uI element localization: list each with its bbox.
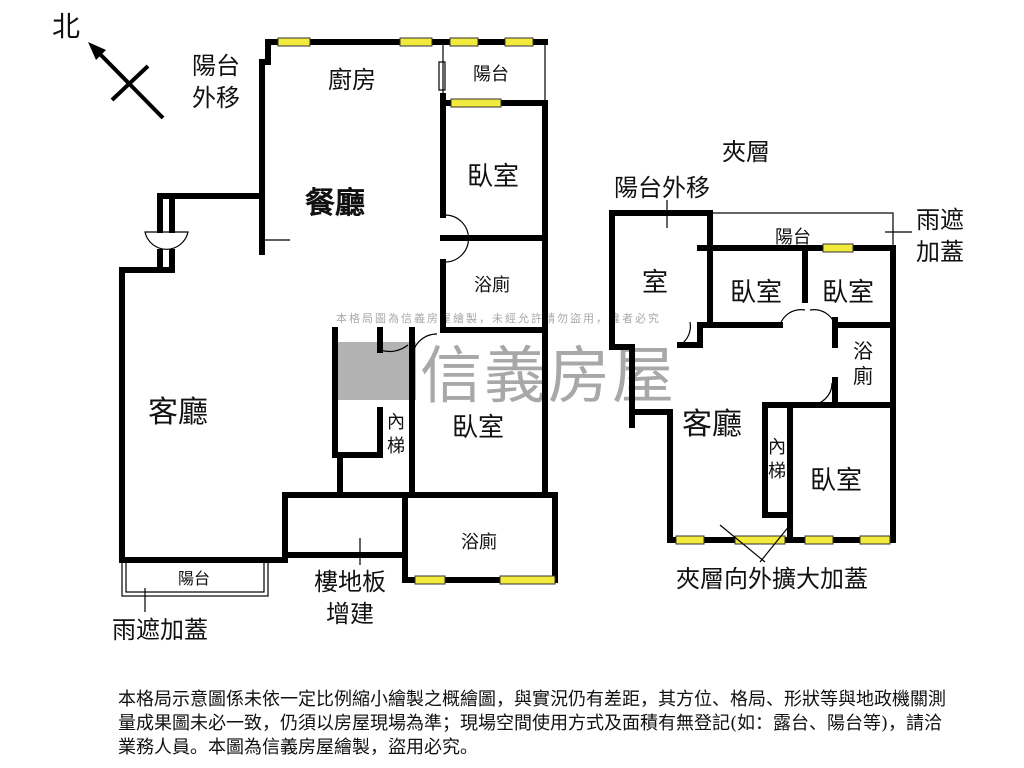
north-arrow-icon bbox=[88, 42, 106, 60]
disclaimer-text: 本格局示意圖係未依一定比例縮小繪製之概繪圖，與實況仍有差距，其方位、格局、形狀等… bbox=[118, 689, 946, 758]
main-floor-walls bbox=[119, 37, 558, 612]
main-floor-labels: 陽台 外移 廚房 陽台 臥室 餐廳 浴廁 客廳 內 梯 臥室 浴廁 陽台 雨遮加… bbox=[112, 52, 519, 644]
mezz-bath: 浴 bbox=[853, 339, 873, 363]
room-stair: 內 bbox=[387, 412, 405, 433]
watermark-brand: 信義房屋 bbox=[420, 339, 676, 412]
room-kitchen: 廚房 bbox=[328, 66, 376, 94]
room-bedroom-mid: 臥室 bbox=[452, 413, 504, 443]
room-balcony-bottom: 陽台 bbox=[178, 569, 210, 588]
mezz-bedroom-c: 臥室 bbox=[810, 466, 862, 496]
label-mezz-expansion: 夾層向外擴大加蓋 bbox=[676, 565, 868, 593]
label-mezz-rain-cover-2: 加蓋 bbox=[916, 238, 964, 266]
mezz-stair-2: 梯 bbox=[768, 461, 786, 482]
label-floor-slab-2: 增建 bbox=[326, 600, 374, 628]
room-bath-bottom: 浴廁 bbox=[461, 531, 497, 553]
label-rain-cover: 雨遮加蓋 bbox=[112, 616, 208, 644]
mezzanine-labels: 夾層 陽台外移 雨遮 加蓋 室 陽台 臥室 臥室 浴 廁 客廳 內 梯 臥室 夾… bbox=[614, 138, 964, 593]
room-bath-top: 浴廁 bbox=[474, 274, 510, 296]
label-balcony-moved-2: 外移 bbox=[192, 84, 240, 112]
watermark-notice: 本格局圖為信義房屋繪製，未經允許請勿盜用，違者必究 bbox=[336, 311, 661, 325]
mezz-stair: 內 bbox=[768, 437, 786, 458]
label-floor-slab: 樓地板 bbox=[314, 568, 386, 596]
mezz-room: 室 bbox=[642, 268, 668, 298]
mezz-living: 客廳 bbox=[682, 407, 742, 442]
watermark: 信義房屋 本格局圖為信義房屋繪製，未經允許請勿盜用，違者必究 bbox=[336, 311, 676, 412]
north-compass: 北 bbox=[52, 10, 165, 120]
mezz-balcony: 陽台 bbox=[775, 227, 811, 248]
room-stair-2: 梯 bbox=[387, 436, 405, 457]
mezzanine-title: 夾層 bbox=[722, 138, 770, 166]
label-balcony-moved: 陽台 bbox=[192, 52, 240, 80]
mezzanine-walls bbox=[609, 200, 912, 563]
room-dining: 餐廳 bbox=[305, 186, 365, 221]
room-bedroom-top: 臥室 bbox=[467, 162, 519, 192]
watermark-logo-icon bbox=[336, 342, 416, 400]
mezz-bedroom-b: 臥室 bbox=[822, 278, 874, 308]
label-mezz-rain-cover: 雨遮 bbox=[916, 206, 964, 234]
label-mezz-balcony-moved: 陽台外移 bbox=[614, 174, 710, 202]
mezz-bath-2: 廁 bbox=[853, 364, 873, 388]
room-living: 客廳 bbox=[148, 395, 208, 430]
mezz-bedroom-a: 臥室 bbox=[730, 278, 782, 308]
room-balcony-top: 陽台 bbox=[473, 64, 509, 85]
north-label: 北 bbox=[52, 10, 80, 43]
